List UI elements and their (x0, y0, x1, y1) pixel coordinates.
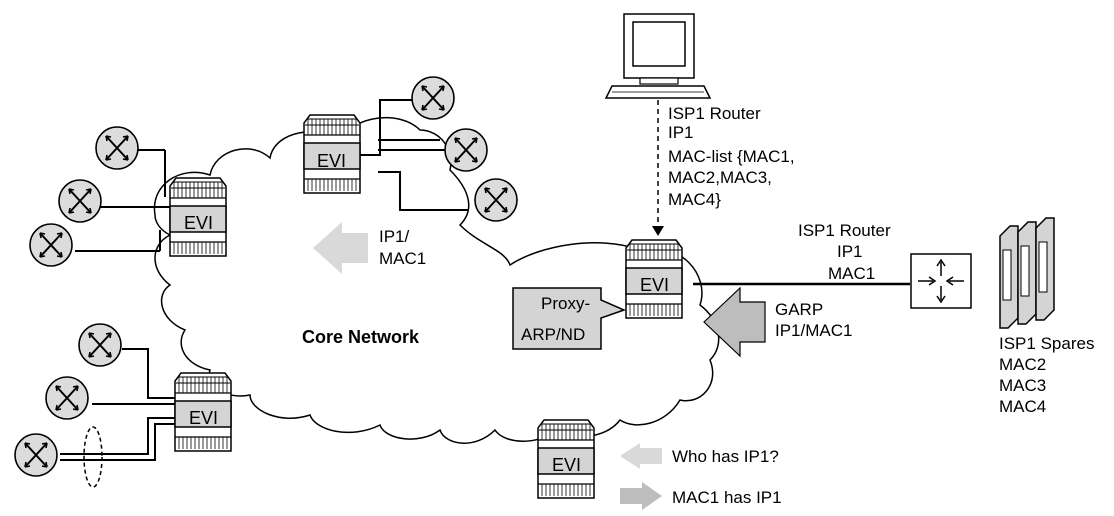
arrow-left-icon (313, 222, 368, 274)
isp-right-line3: MAC1 (828, 264, 875, 283)
arrow-left-line1: IP1/ (379, 227, 410, 246)
router-icon (95, 126, 139, 170)
evi-label: EVI (317, 151, 346, 171)
isp-top-line2: IP1 (668, 123, 694, 142)
router-icon (78, 323, 122, 367)
isp-top-line5: MAC4} (668, 190, 721, 209)
right-evi-group: EVI (625, 239, 910, 319)
spares-servers-icon (999, 217, 1055, 329)
spares-line4: MAC4 (999, 397, 1046, 416)
garp-arrow-icon (703, 286, 766, 358)
legend-mac-has: MAC1 has IP1 (672, 488, 782, 507)
spares-line2: MAC2 (999, 355, 1046, 374)
spares-line1: ISP1 Spares (999, 334, 1094, 353)
router-icon (444, 128, 488, 172)
proxy-label-line2: ARP/ND (521, 325, 585, 344)
isp-top-line1: ISP1 Router (668, 104, 761, 123)
router-icon (14, 433, 58, 477)
mac-has-arrow-icon (620, 482, 662, 510)
bottom-evi-group: EVI (537, 419, 595, 499)
bottom-left-evi-group: EVI (14, 323, 232, 488)
router-icon (58, 179, 102, 223)
l3-switch-icon (910, 253, 972, 309)
garp-line1: GARP (775, 300, 823, 319)
top-middle-evi-group: EVI (303, 76, 518, 222)
proxy-arp-box: Proxy- ARP/ND (512, 287, 627, 350)
arrow-left-line2: MAC1 (379, 249, 426, 268)
evi-label: EVI (640, 275, 669, 295)
proxy-label-line1: Proxy- (541, 294, 590, 313)
router-icon (411, 76, 455, 120)
top-left-evi-group: EVI (29, 126, 227, 267)
who-has-arrow-icon (620, 443, 662, 469)
garp-line2: IP1/MAC1 (775, 321, 852, 340)
arrow-head-icon (652, 226, 664, 236)
isp-top-line4: MAC2,MAC3, (668, 168, 772, 187)
router-icon (29, 223, 73, 267)
isp-right-line2: IP1 (837, 242, 863, 261)
core-network-cloud (153, 117, 720, 444)
computer-icon (604, 13, 712, 99)
router-icon (474, 178, 518, 222)
isp-top-line3: MAC-list {MAC1, (668, 147, 795, 166)
core-network-label: Core Network (302, 327, 420, 347)
legend-who-has: Who has IP1? (672, 447, 779, 466)
router-icon (45, 376, 89, 420)
spares-line3: MAC3 (999, 376, 1046, 395)
evi-label: EVI (184, 213, 213, 233)
isp-right-line1: ISP1 Router (798, 221, 891, 240)
evi-label: EVI (552, 455, 581, 475)
evi-label: EVI (189, 408, 218, 428)
